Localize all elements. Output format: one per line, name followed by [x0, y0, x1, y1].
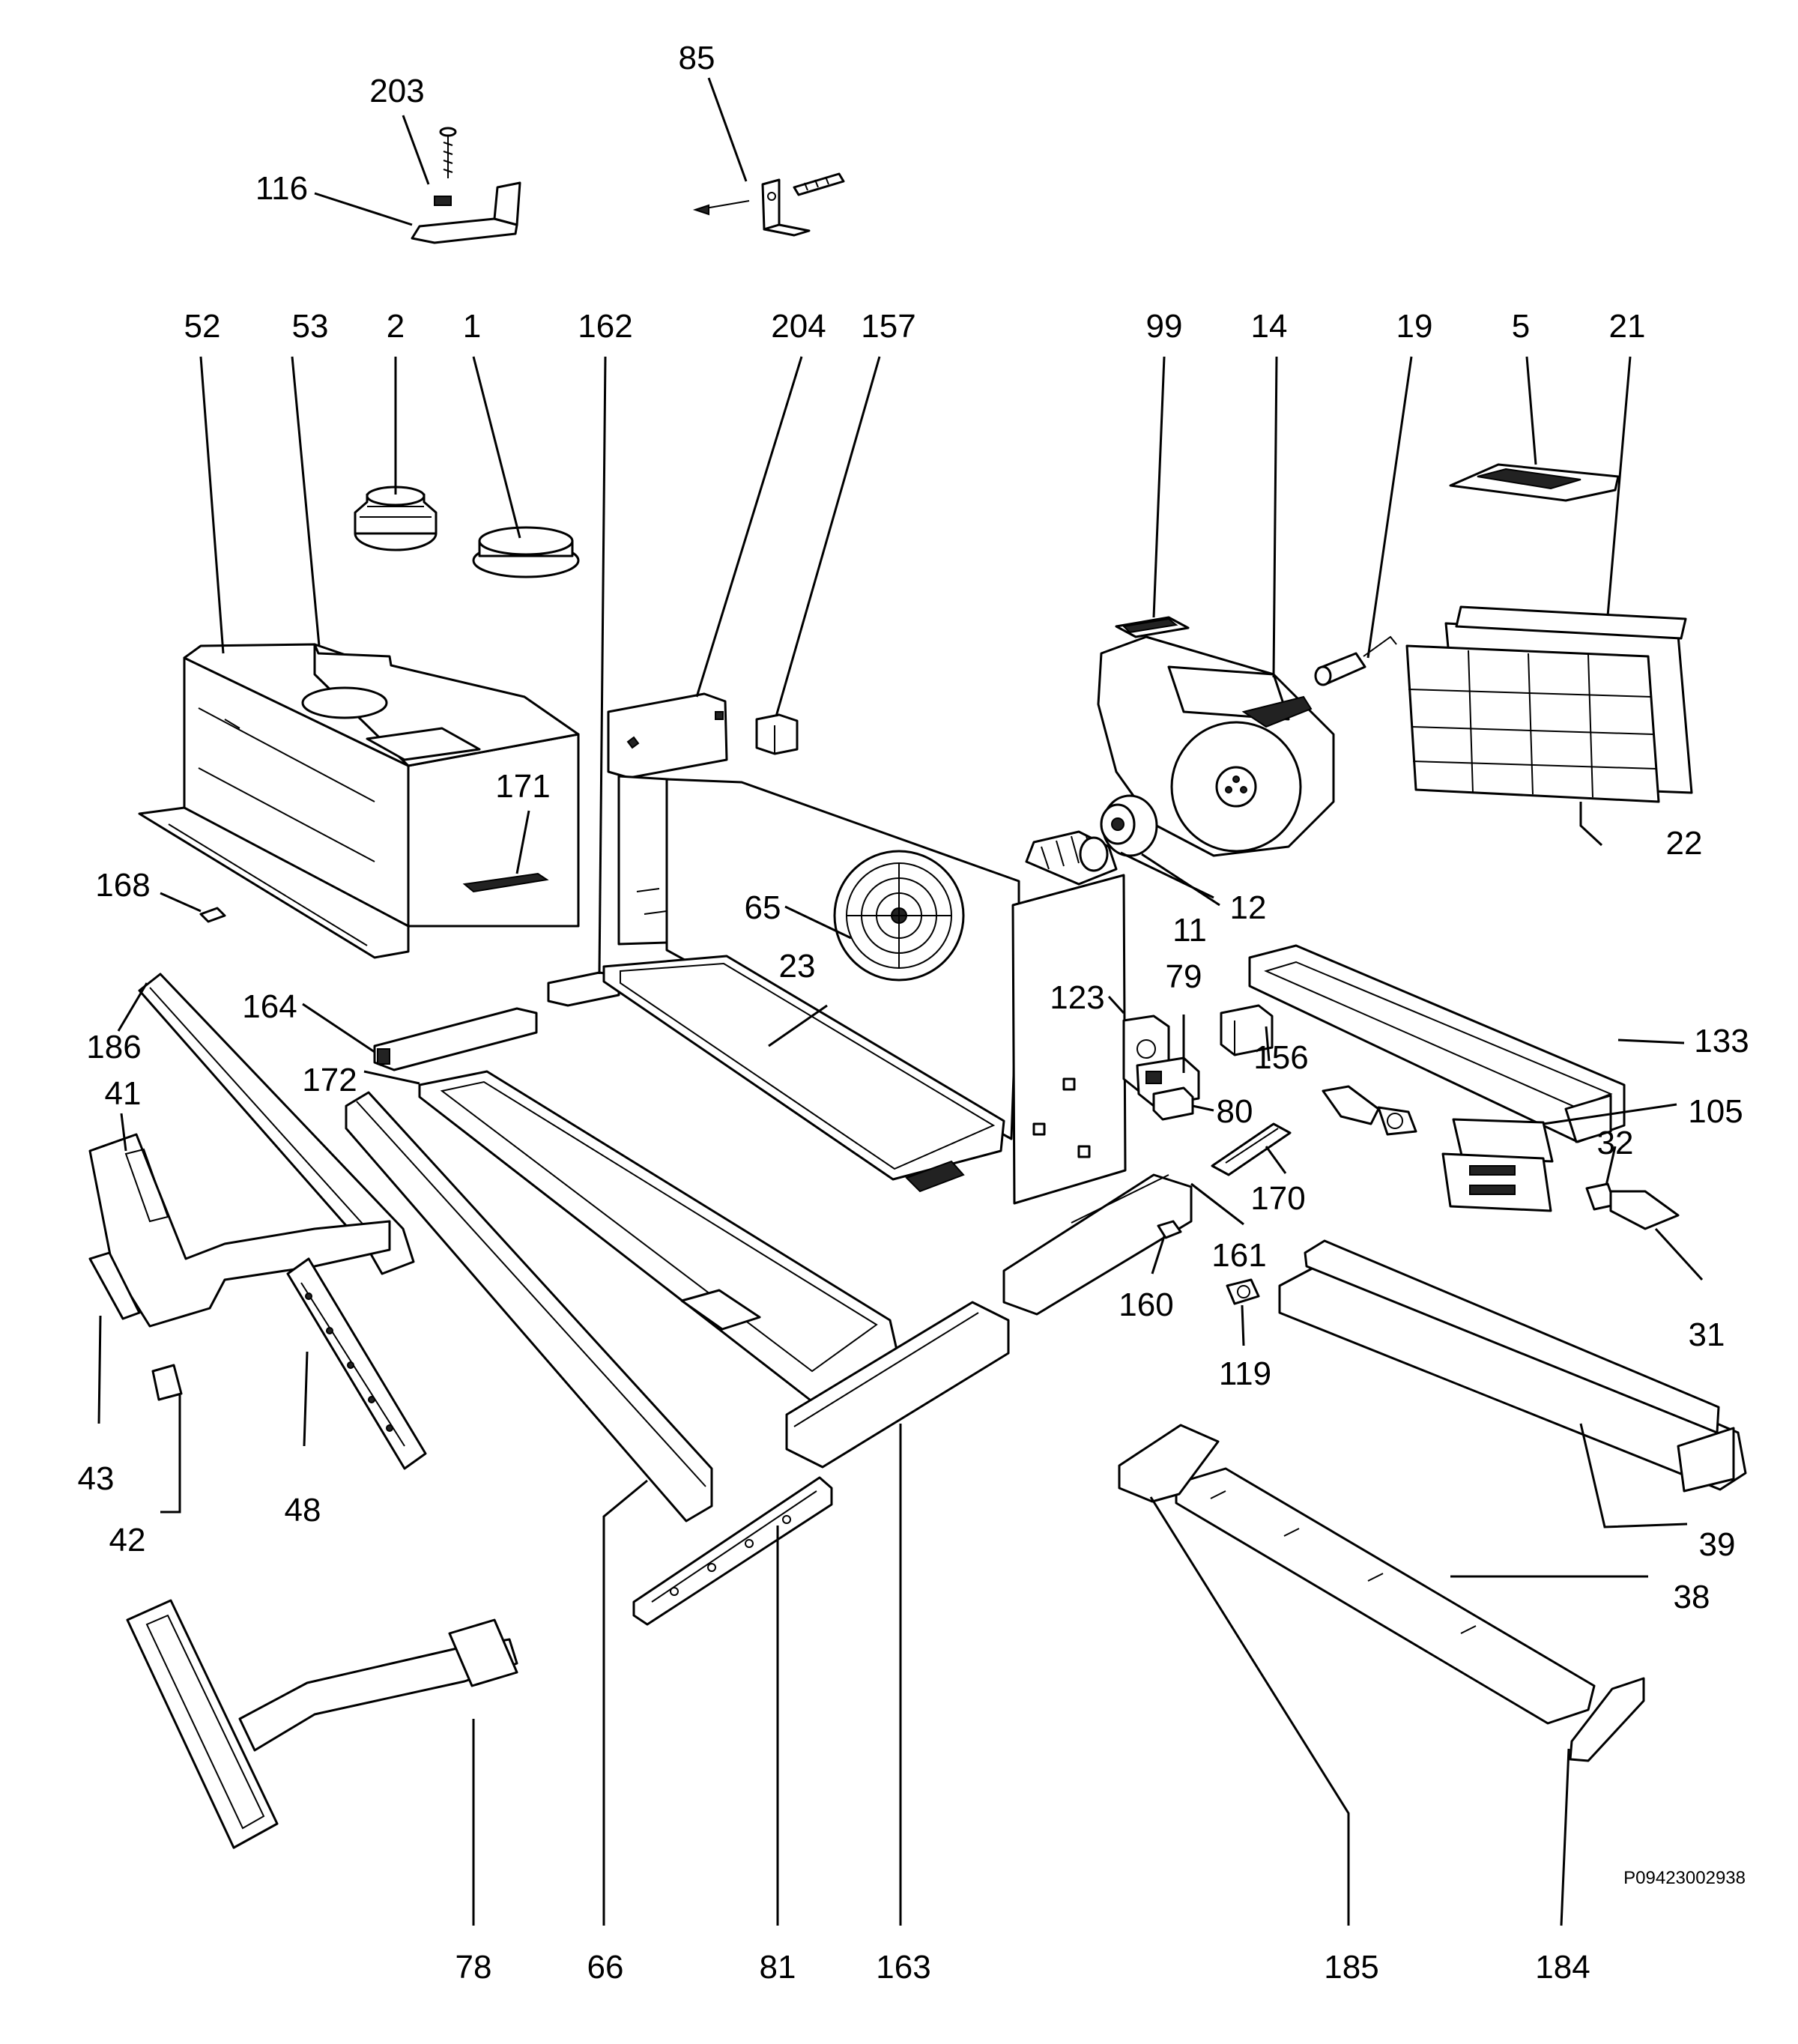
- end-cap-164: [373, 1007, 538, 1071]
- clip-157: [755, 713, 799, 755]
- grille-5: [1449, 463, 1620, 502]
- filter-frame-23: [602, 955, 1005, 1193]
- label-85: 85: [679, 40, 715, 76]
- label-23: 23: [779, 948, 816, 985]
- tray-133: [1248, 944, 1626, 1143]
- label-66: 66: [587, 1949, 624, 1986]
- end-cap-185: [1118, 1424, 1220, 1503]
- screw-203: [439, 127, 457, 178]
- label-123: 123: [1050, 979, 1104, 1016]
- slide-rail-81: [632, 1476, 833, 1626]
- bulb-left: [1322, 1085, 1417, 1136]
- label-11: 11: [1172, 912, 1207, 949]
- front-rail-172: [418, 1070, 899, 1404]
- glass-panel-38: [1175, 1467, 1596, 1725]
- label-184: 184: [1535, 1949, 1590, 1986]
- clip-168: [199, 907, 226, 923]
- label-42: 42: [109, 1522, 146, 1558]
- handle-78: [126, 1599, 518, 1849]
- end-cap-184: [1569, 1677, 1645, 1762]
- label-161: 161: [1211, 1237, 1266, 1274]
- leader-lines: [97, 77, 1704, 1926]
- trim-bar-66: [345, 1091, 713, 1523]
- label-186: 186: [86, 1029, 141, 1065]
- bulb-32-31: [1585, 1182, 1680, 1230]
- label-105: 105: [1688, 1093, 1743, 1130]
- lamp-holder-105: [1441, 1118, 1554, 1212]
- label-52: 52: [184, 308, 221, 345]
- holder-156: [1220, 1004, 1274, 1056]
- label-48: 48: [285, 1492, 321, 1529]
- label-65: 65: [745, 889, 781, 926]
- label-116: 116: [255, 170, 308, 207]
- label-185: 185: [1324, 1949, 1378, 1986]
- label-81: 81: [760, 1949, 796, 1986]
- nut-119: [1226, 1278, 1260, 1305]
- label-163: 163: [876, 1949, 930, 1986]
- fan-motor-11: [1025, 830, 1118, 886]
- clip-43: [88, 1251, 141, 1320]
- label-156: 156: [1253, 1039, 1308, 1076]
- label-53: 53: [292, 308, 329, 345]
- label-31: 31: [1689, 1316, 1725, 1353]
- label-171: 171: [495, 768, 550, 805]
- label-79: 79: [1166, 958, 1202, 995]
- drawing-code: P09423002938: [1623, 1868, 1746, 1888]
- label-80: 80: [1217, 1093, 1253, 1130]
- label-162: 162: [578, 308, 632, 345]
- label-1: 1: [463, 308, 481, 345]
- label-22: 22: [1666, 825, 1703, 862]
- side-panel-204-front: [1011, 874, 1127, 1205]
- label-38: 38: [1674, 1579, 1710, 1615]
- cap-1: [472, 526, 580, 578]
- label-43: 43: [78, 1460, 115, 1497]
- handle-41: [88, 1133, 391, 1328]
- label-119: 119: [1219, 1355, 1271, 1392]
- callout-labels: 203 85 116 52 53 2 1 162 204 157 99 14 1…: [78, 40, 1749, 1986]
- label-203: 203: [369, 73, 424, 109]
- rail-161: [1002, 1173, 1193, 1316]
- chute-170: [1211, 1122, 1292, 1176]
- label-21: 21: [1609, 308, 1646, 345]
- top-cover-53: [301, 643, 580, 767]
- label-204: 204: [771, 308, 826, 345]
- label-32: 32: [1597, 1125, 1634, 1161]
- label-160: 160: [1119, 1286, 1173, 1323]
- bracket-116: [411, 181, 521, 244]
- label-14: 14: [1251, 308, 1288, 345]
- label-19: 19: [1396, 308, 1433, 345]
- label-168: 168: [95, 867, 150, 904]
- bar-163: [785, 1301, 1010, 1469]
- label-12: 12: [1230, 889, 1267, 926]
- filter-frame-21: [1405, 605, 1693, 803]
- back-panel-65: [636, 778, 1020, 1140]
- label-170: 170: [1250, 1180, 1305, 1217]
- label-5: 5: [1512, 308, 1530, 345]
- blower-housing-14: [1097, 635, 1335, 857]
- rail-171: [462, 872, 549, 893]
- motor-12: [1100, 794, 1158, 857]
- label-39: 39: [1699, 1526, 1736, 1563]
- hinge-bar-48: [286, 1257, 427, 1470]
- switch-80: [1152, 1086, 1194, 1121]
- clip-42: [151, 1364, 183, 1401]
- clip-99: [1115, 616, 1190, 638]
- label-78: 78: [455, 1949, 492, 1986]
- label-41: 41: [105, 1075, 142, 1112]
- plate-204: [607, 692, 728, 946]
- label-133: 133: [1694, 1023, 1749, 1059]
- label-164: 164: [242, 988, 297, 1025]
- collar-2: [354, 486, 438, 551]
- label-99: 99: [1146, 308, 1183, 345]
- label-157: 157: [861, 308, 915, 345]
- nut-160: [1157, 1220, 1182, 1239]
- label-2: 2: [387, 308, 405, 345]
- lamp-19: [1314, 635, 1397, 686]
- bracket-85: [692, 172, 845, 237]
- label-172: 172: [302, 1062, 357, 1098]
- frame-rail-39: [1278, 1239, 1747, 1493]
